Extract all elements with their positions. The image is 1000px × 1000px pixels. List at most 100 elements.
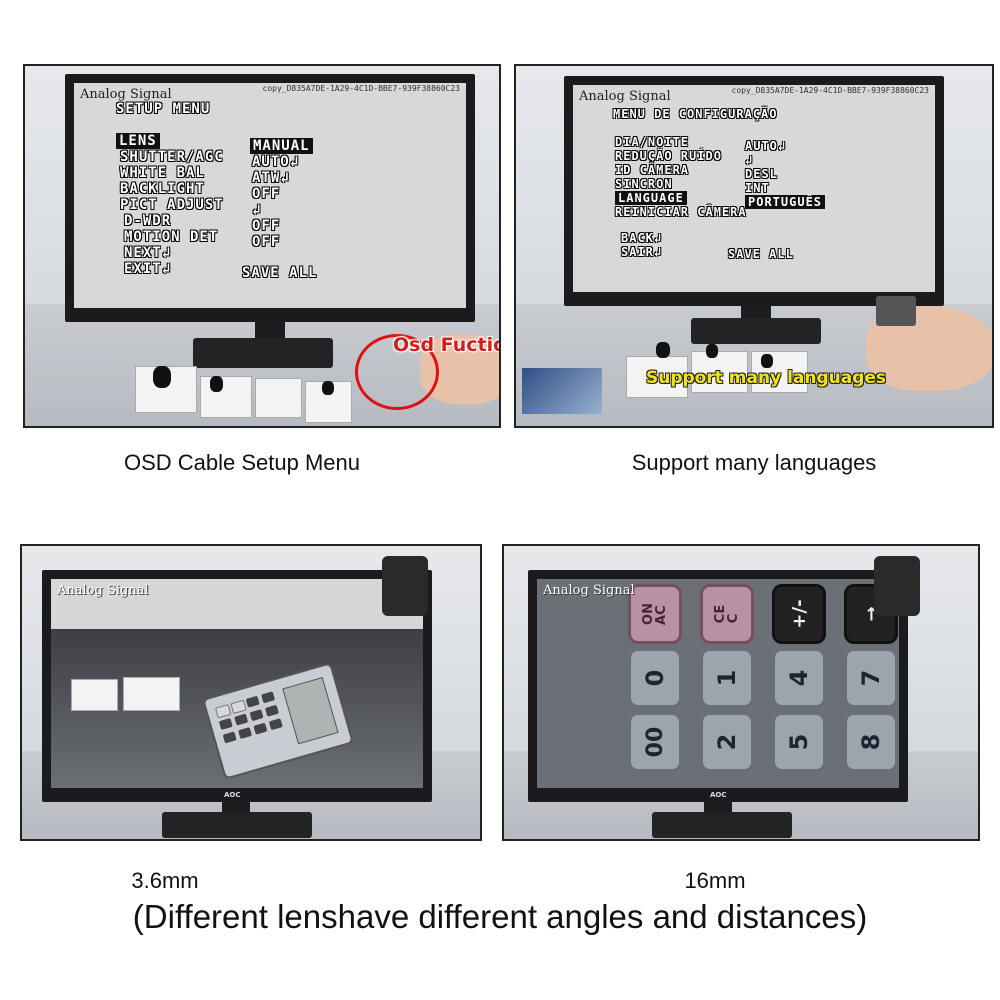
monitor: Analog Signal copy_D835A7DE-1A29-4C1D-BB… xyxy=(564,76,944,306)
monitor-screen: Analog Signal xyxy=(51,579,423,788)
osd-menu-item: REINICIAR CÂMERA xyxy=(615,205,747,219)
calculator-key xyxy=(230,699,247,715)
monitor-base xyxy=(162,812,312,838)
osd-menu-value: ↲ xyxy=(252,202,262,218)
osd-menu-value: INT xyxy=(745,181,770,195)
camera-id-text: copy_D835A7DE-1A29-4C1D-BBE7-939F38860C2… xyxy=(262,84,460,93)
caption-osd-setup-menu: OSD Cable Setup Menu xyxy=(123,450,361,475)
osd-menu-item: BACKLIGHT xyxy=(120,181,205,197)
osd-menu-item: NEXT↲ xyxy=(124,245,172,261)
calculator-key xyxy=(245,695,260,708)
osd-menu-value: OFF xyxy=(252,186,281,202)
osd-menu-value: AUTO↲ xyxy=(252,154,300,170)
calculator-key-on-ac: ON AC xyxy=(628,584,682,644)
signal-label: Analog Signal xyxy=(579,89,671,104)
osd-menu-item: SHUTTER/AGC xyxy=(120,149,224,165)
osd-menu-item: SINCRON xyxy=(615,177,673,191)
osd-save-all: SAVE ALL xyxy=(728,247,794,261)
monitor-screen: ON AC CE C +/- → 0 1 4 7 00 2 5 8 Analog… xyxy=(537,579,899,788)
calculator-key-8: 8 xyxy=(844,712,898,772)
lens-box xyxy=(200,376,252,418)
osd-menu-value: DESL xyxy=(745,167,778,181)
highlight-circle xyxy=(355,334,439,410)
monitor: Analog Signal copy_D835A7DE-1A29-4C1D-BB… xyxy=(65,74,475,322)
osd-menu-item: REDUÇÃO RUÍDO xyxy=(615,149,722,163)
osd-menu-item: LANGUAGE xyxy=(615,191,687,205)
osd-menu-value: PORTUGUÊS xyxy=(745,195,826,209)
caption-3-6mm: 3.6mm xyxy=(131,868,199,893)
osd-menu-value: ↲ xyxy=(745,153,754,167)
calculator-key-2: 2 xyxy=(700,712,754,772)
monitor-base xyxy=(652,812,792,838)
calculator-key xyxy=(268,718,283,731)
camera-lens xyxy=(761,354,773,368)
lens-box xyxy=(123,677,180,711)
lens-box xyxy=(71,679,118,711)
osd-menu-item: EXIT↲ xyxy=(124,261,172,277)
calculator-key-4: 4 xyxy=(772,648,826,708)
video-thumbnail xyxy=(522,368,602,414)
monitor-base xyxy=(193,338,333,368)
calculator-key xyxy=(249,709,264,722)
calculator-key xyxy=(253,722,268,735)
monitor-stand xyxy=(255,321,285,341)
lens-box xyxy=(255,378,302,418)
camera-mount-clamp xyxy=(382,556,428,616)
calculator-key-ce-c: CE C xyxy=(700,584,754,644)
camera-lens xyxy=(210,376,223,392)
signal-label: Analog Signal xyxy=(57,583,149,598)
calculator-key-7: 7 xyxy=(844,648,898,708)
osd-menu-value: OFF xyxy=(252,234,281,250)
osd-menu-item: ID CÂMERA xyxy=(615,163,690,177)
calculator-key-00: 00 xyxy=(628,712,682,772)
osd-save-all: SAVE ALL xyxy=(242,265,318,281)
lens-box xyxy=(626,356,688,398)
lens-box xyxy=(751,351,808,393)
camera-lens xyxy=(656,342,670,358)
osd-title: MENU DE CONFIGURAÇÃO xyxy=(613,107,778,121)
calculator-key xyxy=(261,691,276,704)
monitor-screen: Analog Signal copy_D835A7DE-1A29-4C1D-BB… xyxy=(573,85,935,292)
calculator-key-5: 5 xyxy=(772,712,826,772)
calculator-key-1: 1 xyxy=(700,648,754,708)
calculator-key xyxy=(222,731,237,744)
monitor-brand: AOC xyxy=(224,791,241,799)
camera-id-text: copy_D835A7DE-1A29-4C1D-BBE7-939F38860C2… xyxy=(731,86,929,95)
calculator-key xyxy=(218,718,233,730)
camera-mount-clamp xyxy=(874,556,920,616)
calculator-display xyxy=(282,677,339,745)
signal-label: Analog Signal xyxy=(80,87,172,102)
lens-box xyxy=(691,351,748,393)
calculator-key xyxy=(238,727,253,740)
osd-back: BACK↲ xyxy=(621,231,663,245)
monitor-screen: Analog Signal copy_D835A7DE-1A29-4C1D-BB… xyxy=(74,83,466,308)
calculator-key xyxy=(214,704,232,719)
camera-lens xyxy=(153,366,171,388)
photo-panel-osd-setup-menu: Analog Signal copy_D835A7DE-1A29-4C1D-BB… xyxy=(23,64,501,428)
monitor: Analog Signal AOC xyxy=(42,570,432,802)
photo-panel-languages: Analog Signal copy_D835A7DE-1A29-4C1D-BB… xyxy=(514,64,994,428)
osd-title: SETUP MENU xyxy=(116,101,211,117)
signal-label: Analog Signal xyxy=(543,583,635,598)
calculator-key xyxy=(234,713,249,726)
osd-menu-item: WHITE BAL xyxy=(120,165,205,181)
osd-menu-item: LENS xyxy=(116,133,160,149)
osd-cable-label: Osd Fuction Cable xyxy=(393,334,499,356)
osd-menu-value: MANUAL xyxy=(250,138,313,154)
monitor-base xyxy=(691,318,821,344)
photo-panel-16mm: ON AC CE C +/- → 0 1 4 7 00 2 5 8 Analog… xyxy=(502,544,980,841)
footer-note: (Different lenshave different angles and… xyxy=(132,898,868,935)
caption-languages: Support many languages xyxy=(631,450,877,475)
osd-menu-value: ATW↲ xyxy=(252,170,290,186)
calculator-key-plus-minus: +/- xyxy=(772,584,826,644)
monitor: ON AC CE C +/- → 0 1 4 7 00 2 5 8 Analog… xyxy=(528,570,908,802)
camera-lens xyxy=(706,344,718,358)
calculator-key-0: 0 xyxy=(628,648,682,708)
camera-lens xyxy=(322,381,334,395)
photo-panel-3-6mm: Analog Signal AOC xyxy=(20,544,482,841)
caption-16mm: 16mm xyxy=(684,868,746,893)
osd-menu-value: OFF xyxy=(252,218,281,234)
osd-menu-item: PICT ADJUST xyxy=(120,197,224,213)
osd-menu-item: DIA/NOITE xyxy=(615,135,690,149)
osd-menu-item: D-WDR xyxy=(124,213,172,229)
